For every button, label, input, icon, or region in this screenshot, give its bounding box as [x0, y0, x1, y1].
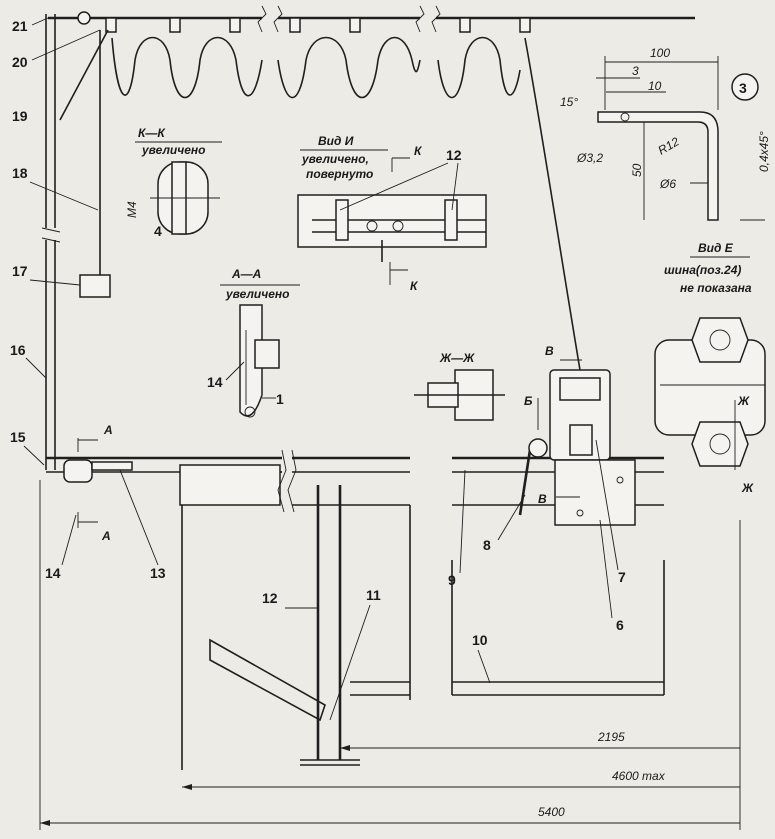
bracket-detail: 3 100 3 10 15° Ø3,2 R12 50 Ø6 0,4x45° [560, 46, 771, 221]
label-9: 9 [448, 572, 456, 588]
svg-text:10: 10 [648, 79, 662, 93]
dim-4600: 4600 max [612, 769, 666, 783]
label-8: 8 [483, 537, 491, 553]
section-k-title: К—К [138, 126, 166, 140]
svg-text:Ж: Ж [737, 394, 750, 408]
label-14-section: 14 [207, 374, 223, 390]
part-labels: 1 6 7 8 9 10 11 12 12 13 14 14 15 16 17 … [10, 17, 626, 721]
thread-m4: М4 [125, 201, 139, 218]
label-20: 20 [12, 54, 28, 70]
section-k-subtitle: увеличено [141, 143, 206, 157]
section-a-title: А—А [231, 267, 261, 281]
weight-17 [79, 274, 111, 298]
svg-text:В: В [538, 492, 547, 506]
label-12-upper: 12 [446, 147, 462, 163]
label-21: 21 [12, 18, 28, 34]
svg-text:Ø3,2: Ø3,2 [576, 151, 603, 165]
svg-text:А: А [101, 529, 111, 543]
label-19: 19 [12, 108, 28, 124]
label-18: 18 [12, 165, 28, 181]
svg-text:15°: 15° [560, 95, 578, 109]
svg-text:100: 100 [650, 46, 670, 60]
view-i-line1: увеличено, [301, 152, 369, 166]
label-4: 4 [154, 223, 162, 239]
svg-text:50: 50 [630, 163, 644, 177]
label-17: 17 [12, 263, 28, 279]
section-a-a: А—А увеличено [220, 267, 300, 418]
view-e: Вид Е шина(поз.24) не показана Ж Ж [654, 241, 766, 495]
label-12-lower: 12 [262, 590, 278, 606]
section-zh-zh: Ж—Ж [414, 351, 505, 421]
view-i-line2: повернуто [306, 167, 373, 181]
dim-2195: 2195 [597, 730, 625, 744]
hanger-cable-assembly [48, 5, 695, 371]
label-13: 13 [150, 565, 166, 581]
main-beam [46, 449, 665, 770]
svg-text:R12: R12 [655, 134, 681, 157]
view-i: Вид И увеличено, повернуто К К [297, 134, 487, 293]
svg-text:В: В [545, 344, 554, 358]
svg-text:Ж: Ж [741, 481, 754, 495]
svg-text:К: К [414, 144, 423, 158]
view-e-title: Вид Е [698, 241, 734, 255]
motor-assembly [518, 369, 636, 526]
svg-text:Ø6: Ø6 [659, 177, 676, 191]
dim-5400: 5400 [538, 805, 565, 819]
main-dimensions: 2195 4600 max 5400 [39, 480, 741, 830]
view-e-line1: шина(поз.24) [664, 263, 741, 277]
section-a-subtitle: увеличено [225, 287, 290, 301]
hanger-clips [105, 17, 531, 33]
label-1: 1 [276, 391, 284, 407]
svg-text:0,4x45°: 0,4x45° [757, 131, 771, 172]
svg-text:К: К [410, 279, 419, 293]
section-zh-title: Ж—Ж [439, 351, 475, 365]
label-11: 11 [366, 587, 381, 603]
section-k-k: К—К увеличено М4 4 [125, 126, 222, 239]
svg-text:А: А [103, 423, 113, 437]
label-6: 6 [616, 617, 624, 633]
label-16: 16 [10, 342, 26, 358]
view-i-title: Вид И [318, 134, 354, 148]
left-post [41, 14, 111, 470]
view-e-line2: не показана [680, 281, 752, 295]
figure-number: 3 [739, 80, 747, 96]
svg-text:3: 3 [632, 64, 639, 78]
figure-number-circle [731, 73, 759, 101]
svg-text:Б: Б [524, 394, 533, 408]
cut-marks: А А Б В В [77, 344, 582, 543]
label-15: 15 [10, 429, 26, 445]
label-14-main: 14 [45, 565, 61, 581]
label-10: 10 [472, 632, 488, 648]
label-7: 7 [618, 569, 626, 585]
